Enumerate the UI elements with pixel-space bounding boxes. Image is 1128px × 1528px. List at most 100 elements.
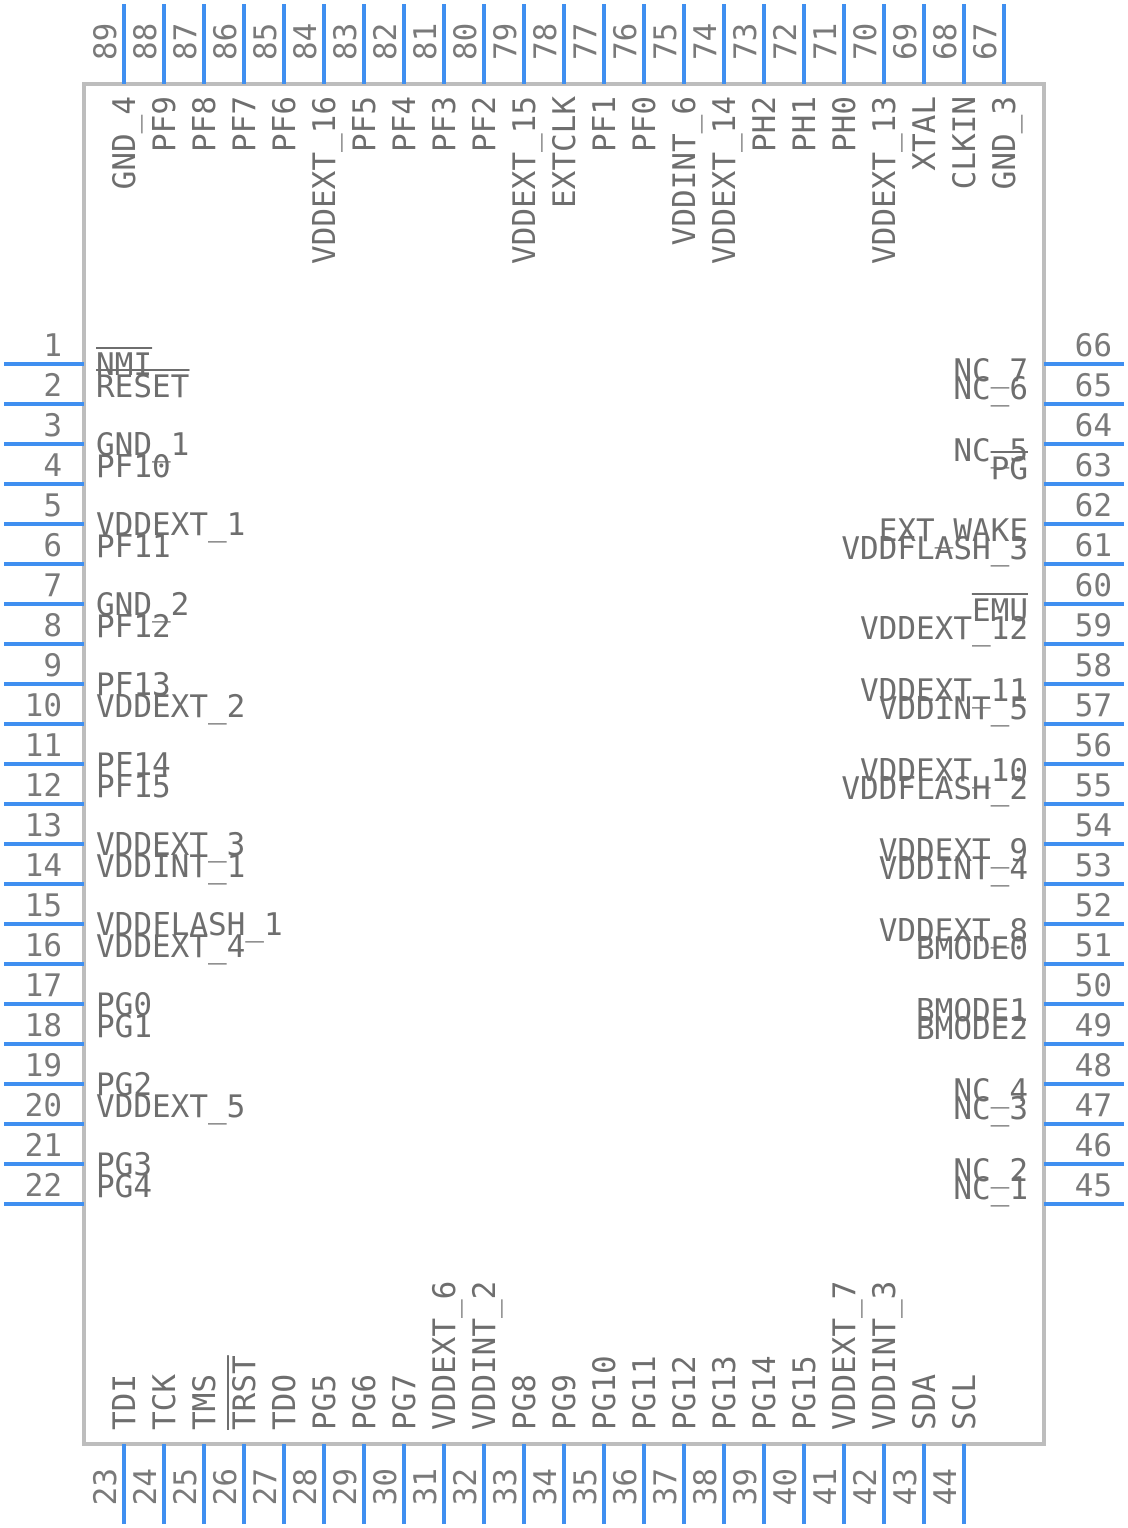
pin-number-62: 62 [1075,488,1112,524]
pin-number-78: 78 [528,23,564,60]
pin-number-74: 74 [688,23,724,60]
pin-label-nc-5: NC_5 [953,433,1028,469]
pin-number-13: 13 [25,808,62,844]
pin-label-vddint-4: VDDINT_4 [879,851,1028,887]
pin-number-38: 38 [688,1468,724,1505]
pin-label-vddext-8: VDDEXT_8 [879,913,1028,949]
pin-number-84: 84 [288,23,324,60]
pin-number-30: 30 [368,1468,404,1505]
pin-number-20: 20 [25,1088,62,1124]
pin-label-vddext-14: VDDEXT_14 [707,96,743,264]
pin-label-pg15: PG15 [787,1355,823,1430]
pin-number-34: 34 [528,1468,564,1505]
pin-number-11: 11 [25,728,62,764]
pin-label-pf4: PF4 [387,96,423,152]
pin-number-40: 40 [768,1468,804,1505]
pin-label-bmode2: BMODE2 [916,1011,1028,1047]
pin-label-pg: PG [991,451,1028,487]
pin-number-29: 29 [328,1468,364,1505]
pin-label-pg1: PG1 [96,1009,152,1045]
pin-number-56: 56 [1075,728,1112,764]
pin-label-pg6: PG6 [347,1374,383,1430]
pin-number-27: 27 [248,1468,284,1505]
pin-label-vddext-16: VDDEXT_16 [307,96,343,264]
pin-label-vddext-12: VDDEXT_12 [860,611,1028,647]
pin-label-trst: TRST [227,1355,263,1430]
pin-number-86: 86 [208,23,244,60]
pin-number-61: 61 [1075,528,1112,564]
pin-number-52: 52 [1075,888,1112,924]
pin-label-ph2: PH2 [747,96,783,152]
pin-label-gnd-2: GND_2 [96,587,189,623]
pin-number-47: 47 [1075,1088,1112,1124]
pin-number-67: 67 [968,23,1004,60]
pin-number-66: 66 [1075,328,1112,364]
pin-label-vddext-3: VDDEXT_3 [96,827,245,863]
pin-number-77: 77 [568,23,604,60]
pin-label-pg4: PG4 [96,1169,152,1205]
pin-label-vddext-1: VDDEXT_1 [96,507,245,543]
pin-number-9: 9 [43,648,62,684]
pin-label-nc-3: NC_3 [953,1091,1028,1127]
pin-number-45: 45 [1075,1168,1112,1204]
pin-label-pf11: PF11 [96,529,171,565]
pin-label-gnd-3: GND_3 [987,96,1023,189]
pin-label-vddext-6: VDDEXT_6 [427,1281,463,1430]
pin-number-41: 41 [808,1468,844,1505]
pin-label-pg5: PG5 [307,1374,343,1430]
pin-label-ph0: PH0 [827,96,863,152]
pin-number-75: 75 [648,23,684,60]
pin-label-pg13: PG13 [707,1355,743,1430]
pin-number-64: 64 [1075,408,1112,444]
pin-number-79: 79 [488,23,524,60]
pin-number-68: 68 [928,23,964,60]
pin-number-22: 22 [25,1168,62,1204]
pin-number-25: 25 [168,1468,204,1505]
pin-number-21: 21 [25,1128,62,1164]
pin-number-88: 88 [128,23,164,60]
pin-label-ext-wake: EXT_WAKE [879,513,1028,549]
pin-label-vddext-7: VDDEXT_7 [827,1281,863,1430]
pin-number-33: 33 [488,1468,524,1505]
pin-label-pg2: PG2 [96,1067,152,1103]
pin-number-82: 82 [368,23,404,60]
pin-number-85: 85 [248,23,284,60]
pin-number-58: 58 [1075,648,1112,684]
pin-number-15: 15 [25,888,62,924]
pin-label-pf13: PF13 [96,667,171,703]
pin-label-pg8: PG8 [507,1374,543,1430]
pin-number-73: 73 [728,23,764,60]
pin-label-vddflash-3: VDDFLASH_3 [841,531,1028,567]
pin-label-vddext-9: VDDEXT_9 [879,833,1028,869]
pin-number-59: 59 [1075,608,1112,644]
pin-label-pg7: PG7 [387,1374,423,1430]
pin-number-44: 44 [928,1468,964,1505]
pin-label-nc-2: NC_2 [953,1153,1028,1189]
pin-label-clkin: CLKIN [947,96,983,189]
pin-label-vddint-6: VDDINT_6 [667,96,703,245]
pin-number-35: 35 [568,1468,604,1505]
pin-number-19: 19 [25,1048,62,1084]
pin-label-pf1: PF1 [587,96,623,152]
pin-number-76: 76 [608,23,644,60]
pin-number-81: 81 [408,23,444,60]
pin-number-17: 17 [25,968,62,1004]
pin-label-vddext-11: VDDEXT_11 [860,673,1028,709]
pin-label-vddext-13: VDDEXT_13 [867,96,903,264]
pin-number-80: 80 [448,23,484,60]
pin-number-87: 87 [168,23,204,60]
pin-label-vddint-5: VDDINT_5 [879,691,1028,727]
pin-number-37: 37 [648,1468,684,1505]
pin-label-gnd-4: GND_4 [107,96,143,189]
pin-label-pf3: PF3 [427,96,463,152]
pin-label-gnd-1: GND_1 [96,427,189,463]
pin-label-vddext-15: VDDEXT_15 [507,96,543,264]
pin-label-tdi: TDI [107,1374,143,1430]
pin-number-42: 42 [848,1468,884,1505]
pin-label-vddint-1: VDDINT_1 [96,849,245,885]
pin-label-bmode0: BMODE0 [916,931,1028,967]
pin-label-pf5: PF5 [347,96,383,152]
pin-label-vddflash-2: VDDFLASH_2 [841,771,1028,807]
